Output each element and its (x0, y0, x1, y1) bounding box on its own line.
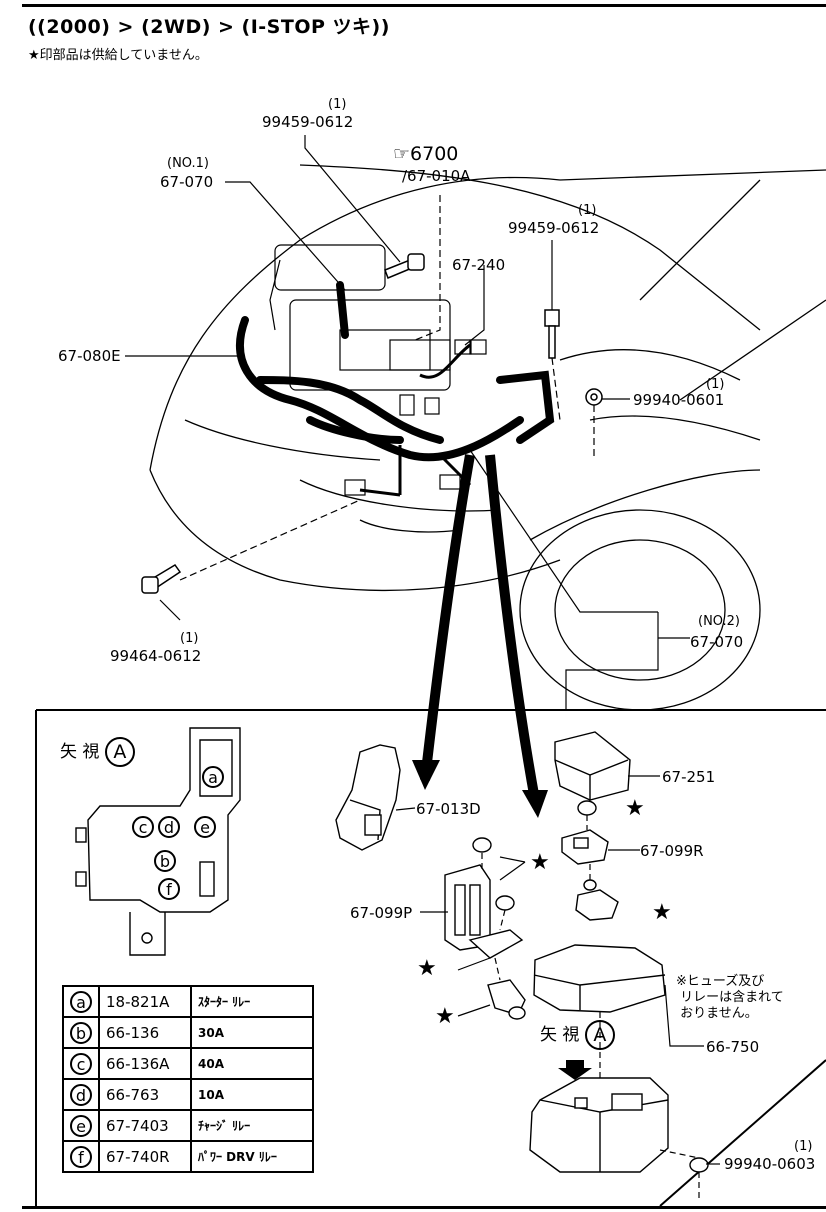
view-a-text: 矢 視 (60, 742, 100, 762)
nut-0603-qty: (1) (794, 1139, 813, 1154)
bolt-top-qty: (1) (328, 97, 347, 112)
not-supplied-star: ★ (530, 850, 550, 875)
view-a-arrow (558, 1060, 592, 1080)
fuse-not-included-note: ※ヒューズ及び リレーは含まれて おりません。 (676, 974, 784, 1021)
bolt-left-qty: (1) (180, 631, 199, 646)
row-desc: 30A (190, 1016, 314, 1049)
row-part: 66-136A (98, 1047, 192, 1080)
not-supplied-note: ★印部品は供給していません。 (28, 48, 208, 63)
box-750-part: 66-750 (706, 1038, 760, 1056)
view-a-letter: A (104, 737, 135, 767)
not-supplied-star: ★ (652, 900, 672, 925)
wiring-harness-branches (359, 343, 472, 497)
harness-run-right (485, 454, 540, 801)
wire-240-part: 67-240 (452, 256, 506, 274)
box-letter-d: d (158, 816, 180, 838)
box-letter-b: b (154, 850, 176, 872)
row-part: 66-763 (98, 1078, 192, 1111)
table-row: f 67-740R ﾊﾟﾜｰ DRV ﾘﾚｰ (62, 1140, 314, 1173)
harness-no1-part: 67-070 (160, 173, 214, 191)
fender-edge (529, 469, 761, 541)
not-supplied-star: ★ (417, 956, 437, 981)
harness-no2-part: 67-070 (690, 633, 744, 651)
relay-099r-part: 67-099R (640, 842, 704, 860)
engine-components (269, 244, 487, 496)
table-row: e 67-7403 ﾁｬｰｼﾞ ﾘﾚｰ (62, 1109, 314, 1142)
reference-sub: /67-010A (402, 167, 471, 185)
nut-right-qty: (1) (706, 377, 725, 392)
row-letter: d (70, 1083, 92, 1106)
harness-080e-part: 67-080E (58, 347, 121, 365)
table-row: c 66-136A 40A (62, 1047, 314, 1080)
view-a-arrow-label: 矢 視 A (540, 1020, 615, 1050)
relay-099p-part: 67-099P (350, 904, 413, 922)
harness-no1-qty: (NO.1) (167, 156, 209, 171)
relay-099p-shape (444, 837, 526, 1020)
cover-251-shape (554, 731, 631, 801)
not-supplied-star: ★ (435, 1004, 455, 1029)
row-letter: b (70, 1021, 92, 1044)
row-desc: ｽﾀｰﾀｰ ﾘﾚｰ (190, 985, 314, 1018)
bolt-top-part: 99459-0612 (262, 113, 354, 131)
nut-right-part: 99940-0601 (633, 391, 725, 409)
harness-run-left (420, 454, 475, 781)
bumper-outline (149, 469, 561, 592)
box-letter-c: c (132, 816, 154, 838)
cover-251-part: 67-251 (662, 768, 716, 786)
row-part: 18-821A (98, 985, 192, 1018)
row-desc: 10A (190, 1078, 314, 1111)
fuse-box-view-a (75, 727, 241, 956)
row-letter: c (70, 1052, 92, 1075)
view-a-label: 矢 視 A (60, 737, 135, 767)
box-750-shape (529, 944, 709, 1173)
row-letter: a (70, 990, 92, 1013)
row-part: 67-740R (98, 1140, 192, 1173)
view-a-arrow-text: 矢 視 (540, 1025, 580, 1045)
table-row: b 66-136 30A (62, 1016, 314, 1049)
row-part: 67-7403 (98, 1109, 192, 1142)
table-row: a 18-821A ｽﾀｰﾀｰ ﾘﾚｰ (62, 985, 314, 1018)
bolt-left-part: 99464-0612 (110, 647, 202, 665)
reference-page: ☞6700 (393, 143, 459, 165)
bracket-013d-part: 67-013D (416, 800, 481, 818)
hood-rear-edge (299, 164, 761, 331)
box-letter-e: e (194, 816, 216, 838)
bolt-right-part: 99459-0612 (508, 219, 600, 237)
not-supplied-star: ★ (625, 796, 645, 821)
box-letter-a: a (202, 766, 224, 788)
page-title: ((2000) > (2WD) > (I-STOP ツキ)) (28, 16, 390, 38)
hood-edge-outline (149, 176, 561, 471)
bolt-right-qty: (1) (578, 203, 597, 218)
wiring-harness-main (236, 281, 555, 462)
harness-no2-qty: (NO.2) (698, 614, 740, 629)
row-desc: 40A (190, 1047, 314, 1080)
bottom-rule (22, 1206, 826, 1209)
relay-099r-shape (561, 800, 619, 921)
view-a-arrow-letter: A (584, 1020, 615, 1050)
box-letter-f: f (158, 878, 180, 900)
relay-fuse-table: a 18-821A ｽﾀｰﾀｰ ﾘﾚｰ b 66-136 30A c 66-13… (62, 985, 314, 1173)
row-desc: ﾁｬｰｼﾞ ﾘﾚｰ (190, 1109, 314, 1142)
row-part: 66-136 (98, 1016, 192, 1049)
row-letter: e (70, 1114, 92, 1137)
row-letter: f (70, 1145, 92, 1168)
bracket-013d-shape (335, 744, 401, 851)
top-rule (22, 4, 826, 7)
table-row: d 66-763 10A (62, 1078, 314, 1111)
row-desc: ﾊﾟﾜｰ DRV ﾘﾚｰ (190, 1140, 314, 1173)
nut-0603-part: 99940-0603 (724, 1155, 816, 1173)
